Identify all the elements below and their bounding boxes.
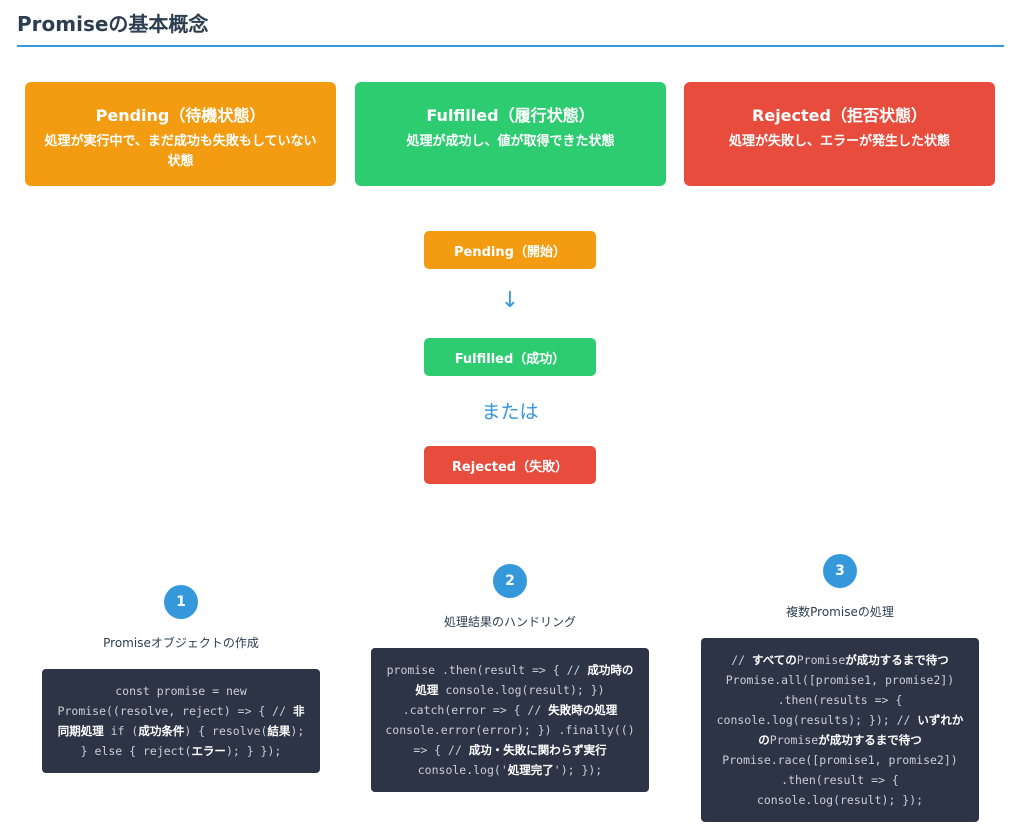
state-card-pending: Pending（待機状態） 処理が実行中で、まだ成功も失敗もしていない状態 (25, 82, 336, 186)
state-name: Pending（待機状態） (95, 106, 266, 125)
flow-fulfilled: Fulfilled（成功） (424, 338, 596, 376)
title-divider (17, 45, 1004, 47)
code-block: promise .then(result => { // 成功時の処理 cons… (371, 648, 649, 792)
flow-or: または (481, 401, 539, 423)
page-title: Promiseの基本概念 (17, 12, 209, 36)
flow-rejected: Rejected（失敗） (424, 446, 596, 484)
step-number: 3 (823, 554, 857, 588)
state-card-rejected: Rejected（拒否状態） 処理が失敗し、エラーが発生した状態 (684, 82, 995, 186)
step-1: 1 Promiseオブジェクトの作成 const promise = new P… (42, 585, 320, 773)
step-title: 処理結果のハンドリング (443, 615, 576, 629)
state-desc: 処理が失敗し、エラーが発生した状態 (728, 134, 950, 149)
step-number: 1 (164, 585, 198, 619)
state-card-fulfilled: Fulfilled（履行状態） 処理が成功し、値が取得できた状態 (355, 82, 666, 186)
step-title: 複数Promiseの処理 (786, 605, 894, 619)
step-2: 2 処理結果のハンドリング promise .then(result => { … (371, 564, 649, 792)
step-title: Promiseオブジェクトの作成 (103, 636, 259, 650)
step-3: 3 複数Promiseの処理 // すべてのPromiseが成功するまで待つ P… (701, 554, 979, 822)
code-block: const promise = new Promise((resolve, re… (42, 669, 320, 773)
state-name: Rejected（拒否状態） (752, 106, 927, 125)
code-block: // すべてのPromiseが成功するまで待つ Promise.all([pro… (701, 638, 979, 822)
state-desc: 処理が成功し、値が取得できた状態 (406, 134, 615, 149)
step-number: 2 (493, 564, 527, 598)
state-desc: 処理が実行中で、まだ成功も失敗もしていない状態 (44, 134, 317, 169)
state-name: Fulfilled（履行状態） (426, 106, 595, 125)
flow-pending: Pending（開始） (424, 231, 596, 269)
arrow-down-icon: ↓ (500, 288, 520, 313)
